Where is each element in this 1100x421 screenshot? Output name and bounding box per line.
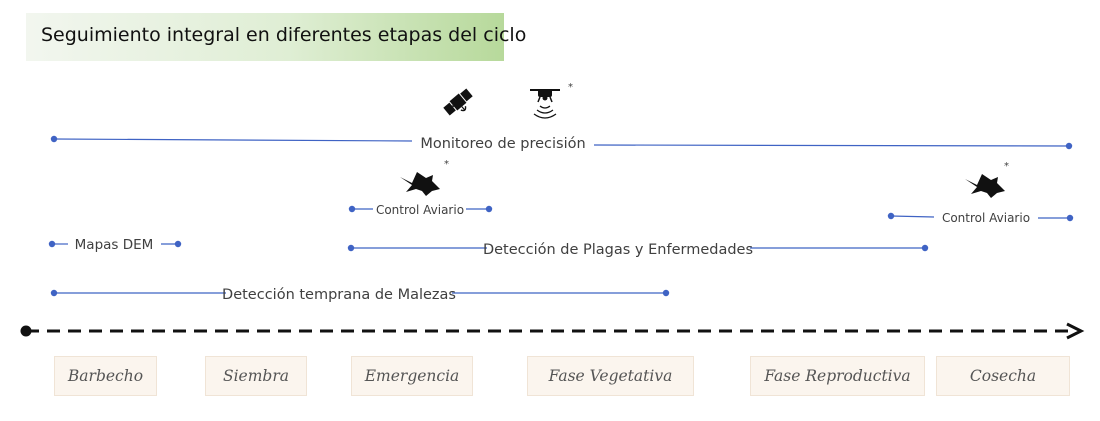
monitoring-start-dot xyxy=(50,135,58,143)
control-aviario-1-start-dot xyxy=(348,205,356,213)
mapas-dem-label: Mapas DEM xyxy=(75,237,154,253)
stage-emergencia: Emergencia xyxy=(351,356,473,396)
stage-cosecha: Cosecha xyxy=(936,356,1070,396)
stage-label: Fase Vegetativa xyxy=(548,367,673,385)
drone-asterisk: * xyxy=(568,82,573,93)
control-aviario-1-end-dot xyxy=(485,205,493,213)
title-banner: Seguimiento integral en diferentes etapa… xyxy=(26,13,526,61)
plagas-label: Detección de Plagas y Enfermedades xyxy=(483,242,753,258)
satellite-icon xyxy=(443,88,473,116)
control-aviario-2-start-dot xyxy=(887,212,895,220)
timeline-arrowhead xyxy=(1066,322,1085,340)
stage-label: Fase Reproductiva xyxy=(764,367,911,385)
malezas-end-dot xyxy=(662,289,670,297)
bird-icon xyxy=(965,174,1005,198)
plagas-end-dot xyxy=(921,244,929,252)
monitoring-end-dot xyxy=(1065,142,1073,150)
timeline-start-dot xyxy=(20,325,32,337)
drone-icon xyxy=(530,89,560,119)
bird-icon xyxy=(400,172,440,196)
monitoring-label: Monitoreo de precisión xyxy=(420,136,585,152)
stage-siembra: Siembra xyxy=(205,356,307,396)
plagas-start-dot xyxy=(347,244,355,252)
mapas-dem-start-dot xyxy=(48,240,56,248)
malezas-label: Detección temprana de Malezas xyxy=(222,287,456,303)
control-aviario-2-line-left xyxy=(890,215,935,218)
stage-label: Emergencia xyxy=(364,367,460,385)
bird-asterisk-1: * xyxy=(444,159,449,170)
malezas-start-dot xyxy=(50,289,58,297)
control-aviario-2-label: Control Aviario xyxy=(942,211,1030,225)
mapas-dem-end-dot xyxy=(174,240,182,248)
stage-barbecho: Barbecho xyxy=(54,356,157,396)
stage-label: Siembra xyxy=(222,367,290,385)
stage-label: Cosecha xyxy=(969,367,1037,385)
control-aviario-1-label: Control Aviario xyxy=(376,203,464,217)
stage-fase-vegetativa: Fase Vegetativa xyxy=(527,356,694,396)
monitoring-line-left xyxy=(53,138,413,142)
stage-fase-reproductiva: Fase Reproductiva xyxy=(750,356,925,396)
monitoring-line-right xyxy=(593,144,1070,147)
bird-asterisk-2: * xyxy=(1004,161,1009,172)
control-aviario-2-end-dot xyxy=(1066,214,1074,222)
page-title: Seguimiento integral en diferentes etapa… xyxy=(41,24,527,46)
stage-label: Barbecho xyxy=(67,367,144,385)
